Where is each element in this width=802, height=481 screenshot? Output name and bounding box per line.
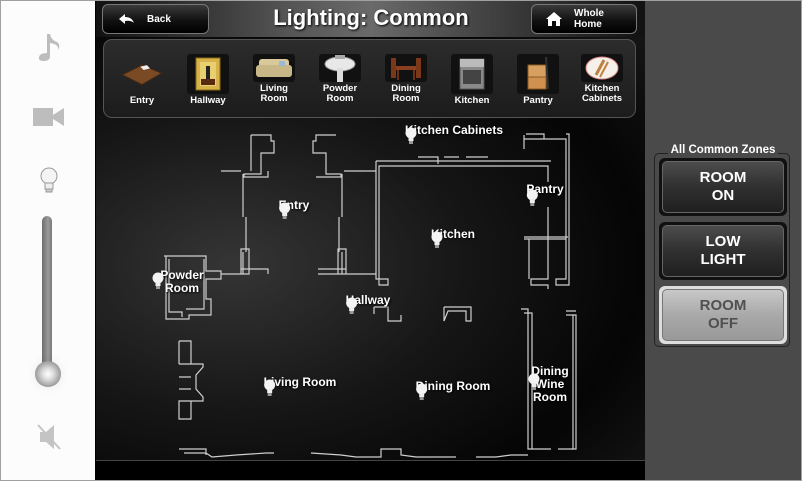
left-sidebar (1, 1, 95, 480)
room-tile-pantry[interactable]: Pantry (508, 54, 568, 106)
home-icon (546, 12, 562, 26)
zone-kitchen[interactable]: Kitchen (431, 228, 475, 248)
mute-icon[interactable] (31, 419, 67, 455)
video-camera-icon[interactable] (31, 99, 67, 135)
zone-entry[interactable]: Entry (279, 199, 309, 219)
volume-slider-track[interactable] (42, 216, 52, 376)
floorplan: Kitchen Cabinets Pantry Entry Kitchen Po… (96, 119, 646, 461)
whole-home-label-line1: Whole (574, 8, 604, 19)
doormat-icon (121, 54, 163, 94)
zone-kitchen-cabinets[interactable]: Kitchen Cabinets (404, 123, 504, 144)
room-tile-hallway[interactable]: Hallway (178, 54, 238, 106)
light-bulb-icon[interactable] (264, 379, 276, 397)
light-bulb-icon[interactable] (346, 297, 358, 315)
light-bulb-icon[interactable] (279, 202, 291, 220)
zone-label: Living Room (263, 375, 337, 389)
whole-home-label-line2: Home (574, 19, 602, 30)
zone-label: Kitchen Cabinets (404, 123, 504, 137)
zone-group-title: All Common Zones (655, 144, 791, 156)
room-label: Hallway (190, 95, 226, 106)
light-bulb-icon[interactable] (528, 373, 540, 391)
page-title: Lighting: Common (273, 5, 469, 30)
zone-dining-room[interactable]: Dining Room (415, 379, 491, 400)
zone-label: Dining Room (415, 379, 491, 393)
light-bulb-icon[interactable] (405, 127, 417, 145)
main-bottom-bar (96, 460, 646, 480)
sofa-icon (253, 54, 295, 82)
light-bulb-icon[interactable] (152, 272, 164, 290)
room-label: Kitchen (454, 95, 490, 106)
zone-living-room[interactable]: Living Room (263, 375, 337, 396)
plate-icon (581, 54, 623, 82)
light-bulb-icon[interactable] (526, 189, 538, 207)
sink-icon (319, 54, 361, 82)
floorplan-walls (164, 133, 577, 458)
light-bulb-icon[interactable] (31, 163, 67, 199)
back-button[interactable]: Back (102, 4, 209, 34)
hand-truck-icon (517, 54, 559, 94)
volume-slider-knob[interactable] (35, 361, 61, 387)
dining-table-icon (385, 54, 427, 82)
zone-pantry[interactable]: Pantry (526, 183, 564, 206)
light-bulb-icon[interactable] (431, 231, 443, 249)
light-bulb-icon[interactable] (416, 383, 428, 401)
room-label: Pantry (523, 95, 553, 106)
back-label: Back (147, 13, 171, 25)
room-tile-kitchen[interactable]: Kitchen (442, 54, 502, 106)
stove-icon (451, 54, 493, 94)
zone-hallway[interactable]: Hallway (346, 294, 390, 314)
framed-picture-icon (187, 54, 229, 94)
back-arrow-icon (119, 14, 134, 24)
room-label: Entry (129, 95, 155, 106)
music-note-icon[interactable] (31, 29, 67, 65)
room-tile-entry[interactable]: Entry (112, 54, 172, 106)
